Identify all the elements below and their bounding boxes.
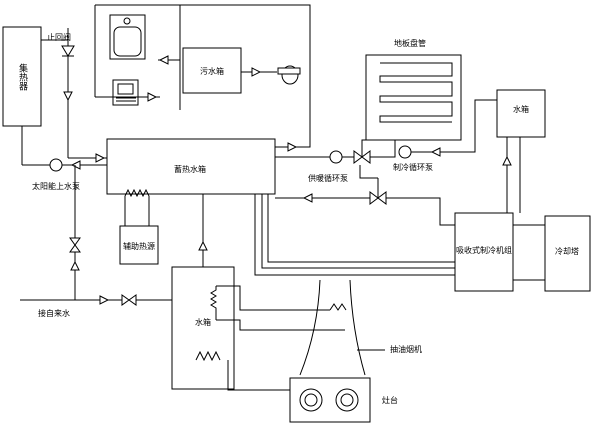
storage-tank-box (106, 138, 276, 195)
solar-collector-label: 集热器 (17, 62, 28, 90)
sewage-tank-box (182, 47, 242, 94)
water-tank-right-label: 水箱 (513, 104, 529, 114)
cooling-tower-box (544, 215, 591, 292)
aux-heat-box (119, 225, 159, 265)
water-tank-bottom-label: 水箱 (195, 317, 211, 327)
hood-heat-coil (329, 303, 347, 311)
aux-heat-label: 辅助热源 (123, 241, 155, 251)
floor-coil-box (365, 54, 462, 141)
heating-pump-icon (329, 150, 343, 164)
floor-coil-label: 地板盘管 (394, 38, 426, 48)
tank-heater-coil-1 (210, 286, 217, 320)
bathtub-inner (113, 26, 142, 57)
solar-collector-box (2, 26, 42, 127)
water-tank-right-box (496, 89, 546, 138)
floor-coil-pipe (379, 62, 453, 123)
burner-right-icon (335, 388, 359, 412)
stove-label: 灶台 (382, 395, 398, 405)
cooling-tower-label: 冷却塔 (555, 246, 579, 256)
solar-pump-icon (49, 158, 63, 172)
water-tank-bottom-box (171, 266, 235, 390)
cooling-pump-icon (398, 145, 412, 159)
storage-tank-label: 蓄热水箱 (174, 164, 206, 174)
check-valve-icon (61, 45, 75, 57)
bathtub-tap-icon (123, 17, 131, 25)
exhaust-hood-label: 抽油烟机 (390, 344, 422, 354)
sewage-tank-label: 污水箱 (200, 66, 224, 76)
exhaust-hood-left (299, 279, 321, 376)
burner-left-icon (299, 388, 323, 412)
tap-water-label: 接自来水 (38, 308, 70, 318)
cooling-pump-label: 制冷循环泵 (393, 162, 433, 172)
heating-pump-label: 供暖循环泵 (308, 173, 348, 183)
valve-tap-top-icon (69, 237, 81, 246)
washbasin-inner (117, 83, 134, 95)
valve-tap-icon (121, 294, 130, 306)
sewage-arrow-icon (251, 67, 262, 77)
stove-box (289, 377, 371, 423)
tank-heater-coil-2 (195, 350, 221, 362)
absorption-chiller-label: 吸收式制冷机组 (456, 245, 512, 255)
exhaust-hood-right (349, 279, 366, 376)
absorption-chiller-box (454, 212, 514, 292)
valve-chiller-icon (369, 191, 379, 205)
valve-floor-1-icon (353, 150, 363, 164)
solar-pump-label: 太阳能上水泵 (32, 181, 80, 191)
aux-heater-coil (124, 188, 150, 198)
check-valve-label: 止回阀 (47, 32, 71, 42)
